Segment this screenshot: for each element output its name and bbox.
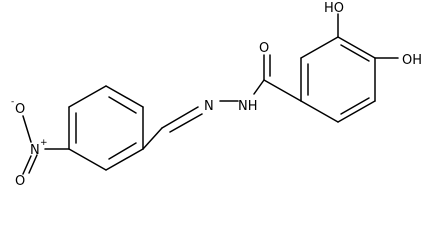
nitro-o-label: O [15, 174, 25, 189]
nitro-n-charge: + [40, 138, 48, 148]
bond-benz-inner-1 [108, 142, 137, 160]
bond-benz-link [142, 127, 163, 150]
bond-benz-5 [105, 85, 144, 108]
bond-ring-inner-1 [340, 44, 370, 62]
amide-nh-label: NH [238, 99, 258, 114]
structure-canvas: HO OH O NH N O - N + O [11, 1, 422, 189]
chemical-structure: HO OH O NH N O - N + O [11, 1, 422, 189]
bond-benz-4 [68, 85, 107, 108]
bond-n-ch-double [169, 113, 203, 133]
bond-benz-2 [68, 148, 107, 171]
bond-ring-carbonyl [263, 79, 302, 102]
nitro-n-label: N [30, 143, 40, 158]
bond-nitro-o-double [22, 155, 32, 175]
carbonyl-o-label: O [259, 41, 269, 56]
bond-ring-4 [300, 100, 339, 123]
oh-right-label: OH [402, 53, 422, 68]
bond-ring-1 [337, 36, 376, 59]
bond-nitro-o-minus [22, 115, 32, 143]
nitro-o-minus-charge: - [11, 97, 14, 107]
bond-nitro-o-double-2 [28, 154, 38, 174]
nitro-o-minus-label: O [15, 102, 25, 117]
bond-benz-inner-3 [108, 96, 137, 114]
bond-ring-inner-2 [340, 97, 370, 115]
oh-top-label: HO [324, 1, 344, 16]
imine-n-label: N [204, 99, 214, 114]
bond-ring-3 [337, 100, 376, 123]
bond-carbonyl-nh [253, 79, 265, 95]
bond-n-ch [161, 106, 199, 129]
bond-benz-1 [105, 148, 144, 171]
bond-ring-6 [300, 36, 339, 59]
